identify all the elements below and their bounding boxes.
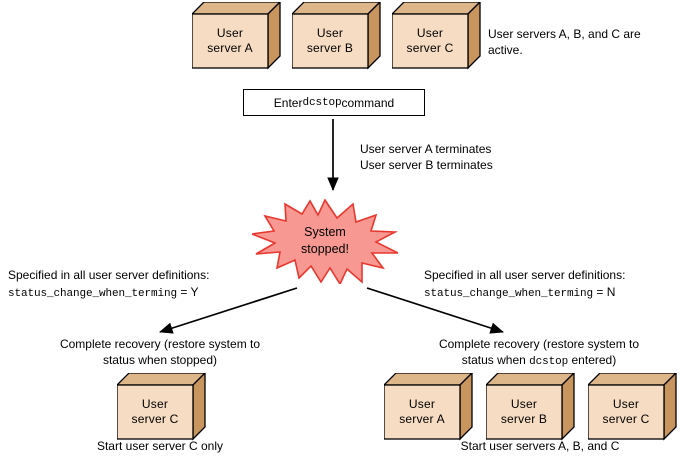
enter-dcstop-command-box: Enter dcstop command bbox=[243, 89, 425, 116]
left-branch-param: status_change_when_terming bbox=[8, 288, 178, 300]
left-recovery-note: Complete recovery (restore system to sta… bbox=[20, 336, 300, 368]
box-3d-shape bbox=[384, 373, 473, 441]
command-box-prefix: Enter bbox=[273, 95, 303, 110]
right-branch-param: status_change_when_terming bbox=[424, 288, 594, 300]
left-branch-value: = Y bbox=[177, 285, 199, 299]
server-box-line1: User bbox=[141, 397, 169, 411]
right-branch-condition-line1: Specified in all user server definitions… bbox=[424, 268, 626, 282]
server-box-line1: User bbox=[416, 26, 444, 40]
server-box-top-a: User server A bbox=[192, 2, 281, 70]
right-recovery-line2-post: entered) bbox=[568, 353, 617, 367]
box-3d-shape bbox=[192, 2, 281, 70]
left-branch-condition-line1: Specified in all user server definitions… bbox=[8, 268, 210, 282]
server-box-label: User server C bbox=[392, 14, 468, 68]
active-servers-note-line1: User servers A, B, and C are bbox=[488, 27, 641, 41]
starburst-label: System stopped! bbox=[252, 198, 398, 284]
terminate-note-line1: User server A terminates bbox=[360, 142, 492, 156]
right-branch-condition: Specified in all user server definitions… bbox=[424, 267, 625, 302]
left-branch-condition: Specified in all user server definitions… bbox=[8, 267, 209, 302]
server-box-bottom-right-b: User server B bbox=[486, 373, 575, 441]
server-box-label: User server C bbox=[588, 385, 664, 439]
right-recovery-note: Complete recovery (restore system to sta… bbox=[396, 336, 682, 370]
server-box-label: User server A bbox=[192, 14, 268, 68]
server-box-top-c: User server C bbox=[392, 2, 481, 70]
server-box-line1: User bbox=[408, 397, 436, 411]
server-box-line2: server C bbox=[131, 412, 179, 426]
box-3d-shape bbox=[588, 373, 677, 441]
right-recovery-line2: status when dcstop entered) bbox=[396, 352, 682, 370]
command-box-suffix: command bbox=[341, 95, 395, 110]
box-3d-shape bbox=[117, 373, 206, 441]
terminate-note-line2: User server B terminates bbox=[360, 158, 493, 172]
box-3d-shape bbox=[486, 373, 575, 441]
starburst-shape bbox=[248, 198, 399, 286]
server-box-line1: User bbox=[510, 397, 538, 411]
terminate-note: User server A terminates User server B t… bbox=[360, 141, 493, 173]
server-box-label: User server B bbox=[486, 385, 562, 439]
right-branch-value: = N bbox=[593, 285, 616, 299]
right-branch-caption: Start user servers A, B, and C bbox=[460, 439, 620, 453]
right-recovery-command: dcstop bbox=[529, 356, 569, 368]
server-box-line2: server C bbox=[602, 412, 650, 426]
server-box-line2: server B bbox=[306, 41, 354, 55]
left-branch-caption: Start user server C only bbox=[96, 439, 224, 453]
active-servers-note-line2: active. bbox=[488, 43, 523, 57]
server-box-line2: server A bbox=[399, 412, 445, 426]
right-recovery-line1: Complete recovery (restore system to bbox=[438, 337, 640, 351]
server-box-line1: User bbox=[612, 397, 640, 411]
server-box-label: User server B bbox=[292, 14, 368, 68]
box-3d-shape bbox=[292, 2, 381, 70]
command-box-command: dcstop bbox=[302, 96, 342, 109]
server-box-bottom-left-c: User server C bbox=[117, 373, 206, 441]
server-box-bottom-right-a: User server A bbox=[384, 373, 473, 441]
left-recovery-line2: status when stopped) bbox=[102, 353, 218, 367]
server-box-bottom-right-c: User server C bbox=[588, 373, 677, 441]
system-stopped-starburst: System stopped! bbox=[248, 198, 399, 286]
active-servers-note: User servers A, B, and C are active. bbox=[488, 26, 641, 58]
server-box-line2: server B bbox=[500, 412, 548, 426]
right-recovery-line2-pre: status when bbox=[461, 353, 530, 367]
box-3d-shape bbox=[392, 2, 481, 70]
server-box-line2: server C bbox=[406, 41, 454, 55]
server-box-line1: User bbox=[216, 26, 244, 40]
right-branch-condition-line2: status_change_when_terming = N bbox=[424, 284, 625, 302]
server-box-top-b: User server B bbox=[292, 2, 381, 70]
left-branch-condition-line2: status_change_when_terming = Y bbox=[8, 284, 209, 302]
left-recovery-line1: Complete recovery (restore system to bbox=[59, 337, 261, 351]
server-box-line2: server A bbox=[207, 41, 253, 55]
server-box-label: User server C bbox=[117, 385, 193, 439]
starburst-line1: System bbox=[304, 225, 346, 239]
server-box-label: User server A bbox=[384, 385, 460, 439]
starburst-line2: stopped! bbox=[301, 242, 349, 256]
server-box-line1: User bbox=[316, 26, 344, 40]
